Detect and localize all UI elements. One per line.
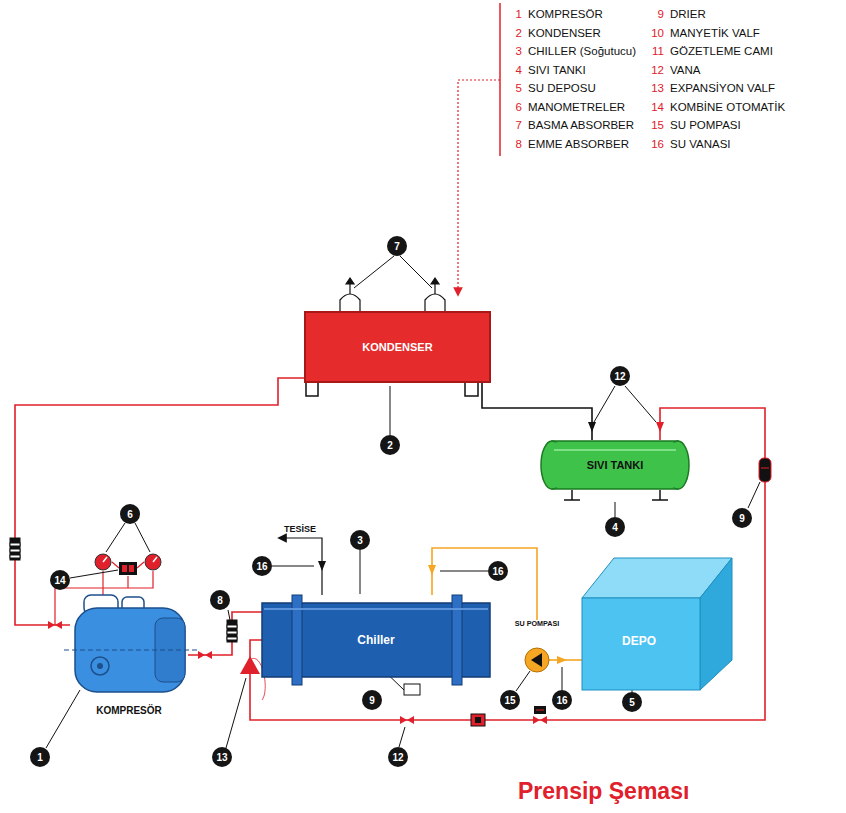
callout-number: 16 (488, 561, 508, 581)
tank-legs (564, 490, 668, 500)
sight-glass (471, 714, 485, 726)
callout-number: 8 (210, 590, 230, 610)
pipe-connector (188, 612, 262, 655)
key-text: VANA (670, 64, 700, 76)
key-number: 4 (506, 64, 522, 76)
node-pump: SU POMPASI (510, 620, 564, 674)
shape-outline (582, 558, 732, 690)
key-number: 6 (506, 101, 522, 113)
key-number: 2 (506, 27, 522, 39)
key-text: KOMPRESÖR (528, 8, 603, 20)
callout-number: 14 (50, 570, 70, 590)
condenser-feet (306, 382, 478, 396)
callout-number: 2 (380, 435, 400, 455)
callout-number: 13 (212, 747, 232, 767)
node-label: KONDENSER (362, 341, 432, 353)
flow-label: TESİSE (284, 524, 316, 534)
node-label: SU POMPASI (510, 620, 564, 628)
callout-number: 7 (387, 236, 407, 256)
key-number: 3 (506, 45, 522, 57)
key-text: SIVI TANKI (528, 64, 586, 76)
key-text: BASMA ABSORBER (528, 119, 634, 131)
callout-number: 16 (552, 690, 572, 710)
key-number: 12 (648, 64, 664, 76)
tank-valve (588, 422, 664, 432)
node-label: SIVI TANKI (587, 459, 644, 471)
node-chiller: Chiller (262, 595, 490, 685)
callout-number: 12 (610, 366, 630, 386)
callout-number: 5 (622, 692, 642, 712)
pipe-connector (482, 382, 592, 440)
diagram-title: Prensip Şeması (518, 778, 689, 805)
shape-outline (70, 592, 188, 716)
key-number: 16 (648, 138, 664, 150)
node-label: KOMPRESÖR (96, 705, 162, 716)
node-depo: DEPO (582, 558, 732, 690)
key-text: DRIER (670, 8, 706, 20)
pipe-connector (250, 408, 765, 720)
key-text: MANYETİK VALF (670, 27, 760, 39)
node-label: DEPO (622, 634, 656, 648)
key-number: 5 (506, 82, 522, 94)
callout-number: 16 (252, 556, 272, 576)
key-number: 7 (506, 119, 522, 131)
key-text: SU DEPOSU (528, 82, 596, 94)
leader-lines (46, 256, 760, 748)
callout-number: 1 (30, 747, 50, 767)
drier (759, 458, 771, 482)
gauges (95, 554, 161, 575)
key-text: SU VANASI (670, 138, 731, 150)
key-text: EMME ABSORBER (528, 138, 629, 150)
key-number: 11 (648, 45, 664, 57)
callout-number: 9 (732, 508, 752, 528)
callout-number: 15 (500, 690, 520, 710)
key-number: 9 (648, 8, 664, 20)
magnetic-valve (533, 706, 547, 724)
key-pointer (458, 80, 500, 292)
shape-outline (510, 620, 564, 674)
key-number: 15 (648, 119, 664, 131)
key-text: KOMBİNE OTOMATİK (670, 101, 785, 113)
key-text: GÖZETLEME CAMI (670, 45, 773, 57)
key-number: 10 (648, 27, 664, 39)
node-comp: KOMPRESÖR (70, 592, 188, 716)
discharge-absorber (340, 278, 445, 312)
key-number: 14 (648, 101, 664, 113)
key-text: EXPANSİYON VALF (670, 82, 775, 94)
pipe-connector (15, 378, 305, 625)
node-label: Chiller (357, 633, 394, 647)
key-number: 1 (506, 8, 522, 20)
node-kond: KONDENSER (305, 312, 490, 382)
key-text: MANOMETRELER (528, 101, 625, 113)
callout-number: 6 (120, 504, 140, 524)
key-text: KONDENSER (528, 27, 601, 39)
key-text: SU POMPASI (670, 119, 741, 131)
key-number: 13 (648, 82, 664, 94)
callout-number: 4 (605, 517, 625, 537)
callout-number: 3 (350, 530, 370, 550)
callout-number: 9 (362, 690, 382, 710)
node-tank: SIVI TANKI (540, 440, 690, 490)
key-number: 8 (506, 138, 522, 150)
callout-number: 12 (388, 747, 408, 767)
key-text: CHILLER (Soğutucu) (528, 45, 636, 57)
